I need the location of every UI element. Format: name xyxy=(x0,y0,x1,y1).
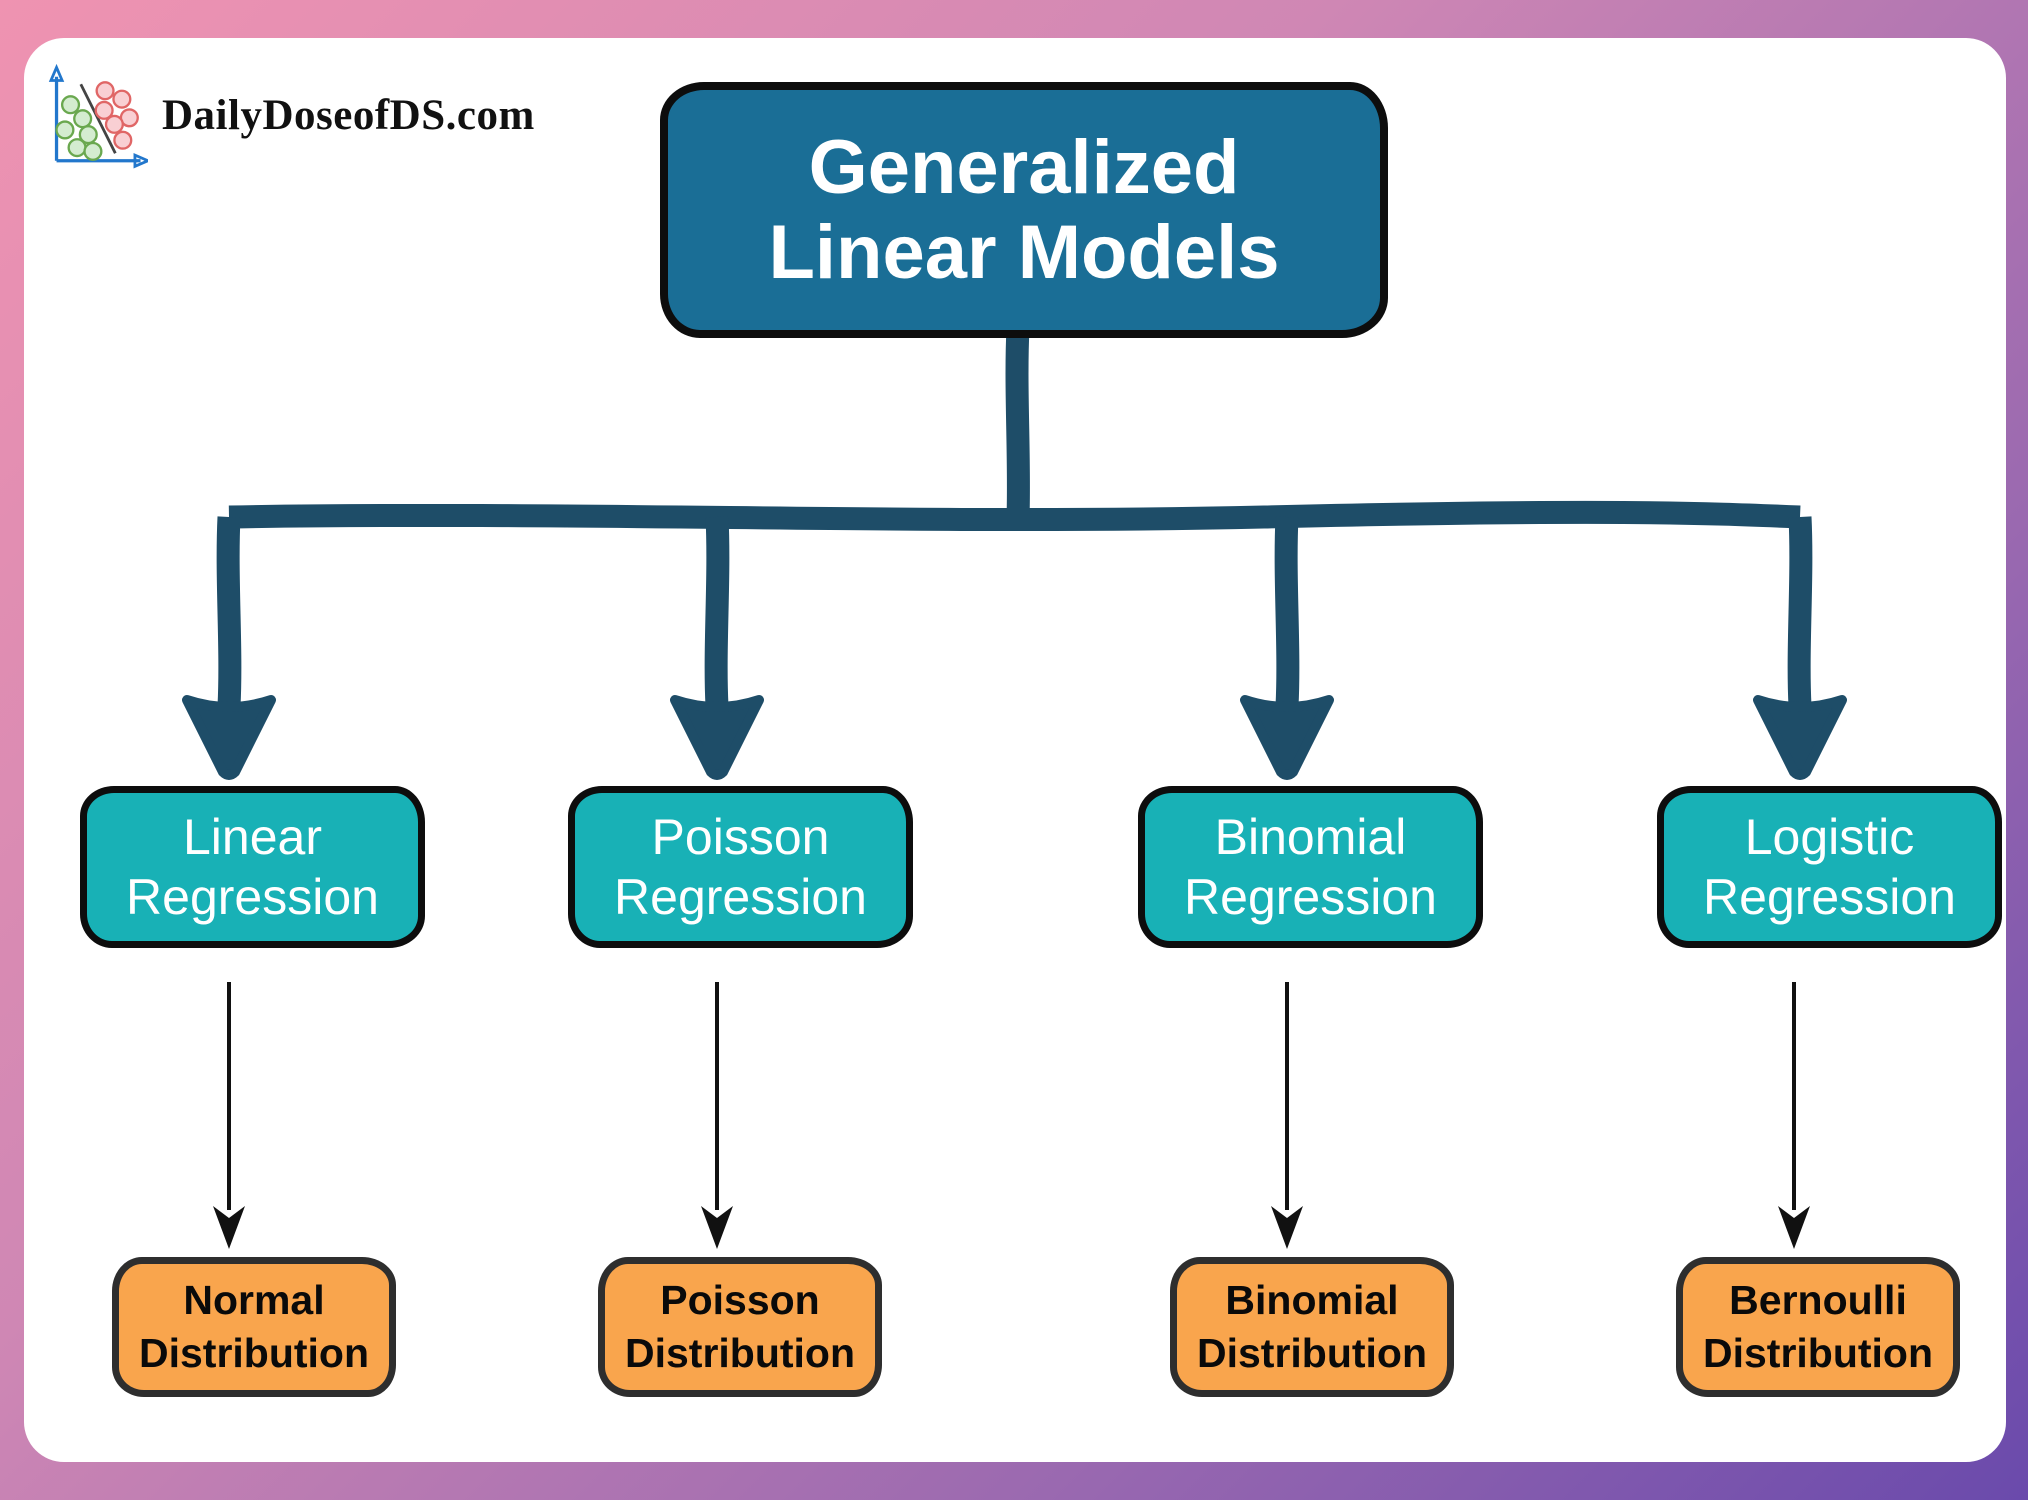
root-label-line: Generalized xyxy=(808,124,1240,210)
node-binomial-regression: Binomial Regression xyxy=(1138,786,1483,948)
node-poisson-regression: Poisson Regression xyxy=(568,786,913,948)
node-logistic-regression: Logistic Regression xyxy=(1657,786,2002,948)
leaf-label-line: Distribution xyxy=(624,1330,856,1376)
leaf-label-line: Distribution xyxy=(138,1330,370,1376)
leaf-label-line: Normal xyxy=(183,1276,325,1323)
leaf-label-line: Distribution xyxy=(1196,1330,1428,1376)
leaf-label-line: Bernoulli xyxy=(1729,1276,1907,1323)
node-binomial-distribution: Binomial Distribution xyxy=(1170,1257,1454,1397)
leaf-label-line: Poisson xyxy=(660,1276,820,1323)
node-label-line: Poisson xyxy=(651,809,830,865)
node-label-line: Regression xyxy=(126,869,379,925)
node-label-line: Logistic xyxy=(1744,809,1915,865)
node-label-line: Binomial xyxy=(1214,809,1407,865)
leaf-label-line: Binomial xyxy=(1225,1276,1399,1323)
node-label-line: Regression xyxy=(1703,869,1956,925)
logo: DailyDoseofDS.com xyxy=(36,56,535,174)
scatter-plot-logo-icon xyxy=(48,63,148,169)
node-label-line: Regression xyxy=(614,869,867,925)
node-normal-distribution: Normal Distribution xyxy=(112,1257,396,1397)
node-label-line: Regression xyxy=(1184,869,1437,925)
logo-text: DailyDoseofDS.com xyxy=(162,91,535,139)
node-generalized-linear-models: Generalized Linear Models xyxy=(660,82,1388,338)
content-panel: DailyDoseofDS.com xyxy=(24,38,2006,1462)
node-label-line: Linear xyxy=(183,809,322,865)
node-poisson-distribution: Poisson Distribution xyxy=(598,1257,882,1397)
leaf-label-line: Distribution xyxy=(1702,1330,1934,1376)
root-label-line: Linear Models xyxy=(768,210,1280,295)
node-bernoulli-distribution: Bernoulli Distribution xyxy=(1676,1257,1960,1397)
node-linear-regression: Linear Regression xyxy=(80,786,425,948)
